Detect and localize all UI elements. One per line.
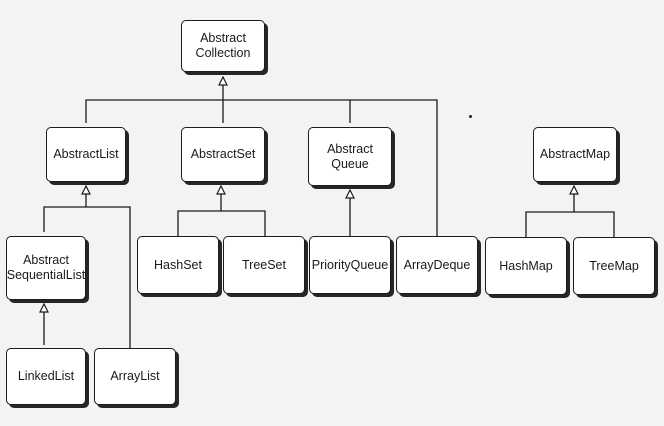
node-tree-set: TreeSet (223, 236, 305, 294)
stray-dot (469, 115, 472, 118)
node-abstract-collection: Abstract Collection (181, 20, 265, 72)
node-abstract-map: AbstractMap (533, 127, 617, 182)
node-abstract-set: AbstractSet (181, 127, 265, 182)
node-abstract-queue: Abstract Queue (308, 127, 392, 186)
edge-set-bus (177, 210, 266, 236)
edge-collection-bus (85, 99, 438, 236)
node-abstract-list: AbstractList (46, 127, 126, 182)
node-priority-queue: PriorityQueue (309, 236, 391, 294)
node-array-deque: ArrayDeque (396, 236, 478, 294)
node-hash-set: HashSet (137, 236, 219, 294)
node-abstract-sequential-list: Abstract SequentialList (6, 236, 86, 300)
edge-map-bus (525, 211, 615, 237)
node-linked-list: LinkedList (6, 348, 86, 405)
node-hash-map: HashMap (485, 237, 567, 295)
node-array-list: ArrayList (94, 348, 176, 405)
node-tree-map: TreeMap (573, 237, 655, 295)
edge-list-bus (43, 206, 131, 348)
